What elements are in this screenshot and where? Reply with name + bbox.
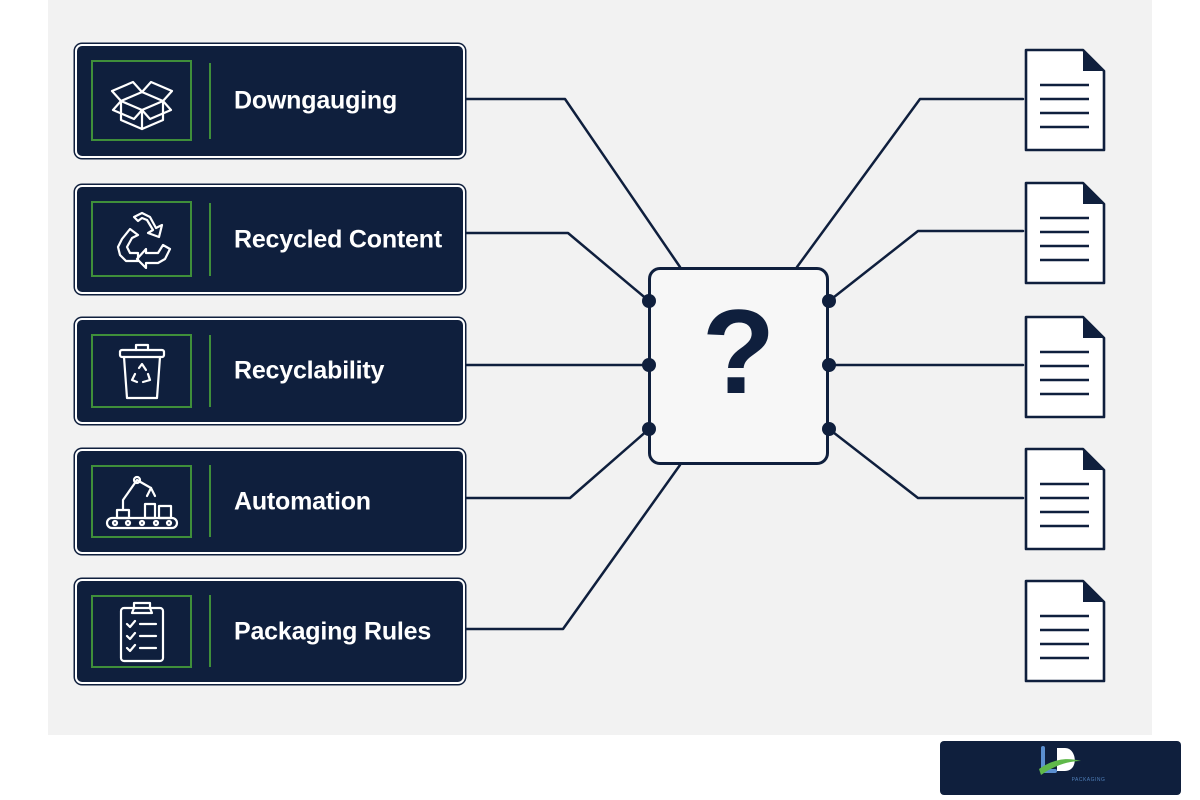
- recycle-bin-icon: [118, 343, 165, 400]
- document-icon: [1024, 315, 1106, 419]
- document-icon: [1024, 579, 1106, 683]
- checklist-clipboard-icon: [119, 601, 164, 662]
- card-divider: [209, 595, 211, 667]
- topic-card-recyclability: Recyclability: [77, 320, 463, 422]
- connector-doc-4: [827, 427, 1025, 500]
- question-mark-icon: ?: [701, 285, 776, 419]
- icon-frame: [91, 201, 192, 277]
- logo-wordmark: PACKAGING: [1071, 777, 1106, 783]
- topic-label: Packaging Rules: [234, 617, 432, 645]
- icon-frame: [91, 465, 192, 538]
- connector-automation: [461, 427, 651, 500]
- topic-label: Recyclability: [234, 356, 385, 385]
- icon-frame: [91, 60, 192, 141]
- question-hub: ?: [648, 267, 829, 465]
- topic-label: Automation: [234, 487, 371, 515]
- topic-card-automation: Automation: [77, 451, 463, 552]
- connector-downgauging: [461, 97, 682, 269]
- card-divider: [209, 465, 211, 537]
- topic-card-recycled-content: Recycled Content: [77, 187, 463, 292]
- topic-card-packaging-rules: Packaging Rules: [77, 581, 463, 682]
- icon-frame: [91, 595, 192, 668]
- card-divider: [209, 63, 211, 139]
- document-icon: [1024, 181, 1106, 285]
- document-icon: [1024, 447, 1106, 551]
- icon-frame: [91, 334, 192, 408]
- connector-doc-2: [827, 229, 1025, 303]
- connector-recycled-content: [461, 231, 651, 303]
- card-divider: [209, 203, 211, 276]
- robotic-arm-conveyor-icon: [105, 475, 178, 529]
- document-icon: [1024, 48, 1106, 152]
- recycle-arrows-icon: [116, 211, 171, 269]
- card-divider: [209, 335, 211, 407]
- topic-label: Downgauging: [234, 86, 398, 115]
- topic-label: Recycled Content: [234, 225, 442, 253]
- connector-packaging-rules: [461, 463, 682, 631]
- open-box-icon: [110, 80, 173, 130]
- connector-doc-1: [795, 97, 1025, 269]
- topic-card-downgauging: Downgauging: [77, 46, 463, 156]
- brand-logo: PACKAGING: [940, 741, 1181, 795]
- logo-mark-icon: [1039, 746, 1081, 775]
